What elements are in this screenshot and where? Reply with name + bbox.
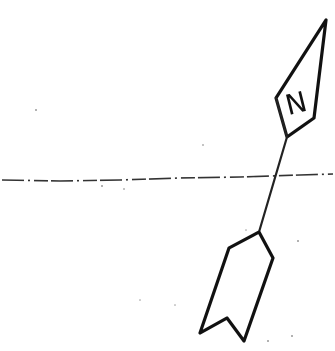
north-label: N: [282, 85, 310, 122]
north-arrow-head: [276, 20, 326, 137]
north-arrow-shaft: [259, 137, 287, 232]
north-arrow-tail: [200, 232, 273, 341]
horizontal-reference-line: [2, 174, 333, 181]
scan-specks: [35, 109, 299, 342]
